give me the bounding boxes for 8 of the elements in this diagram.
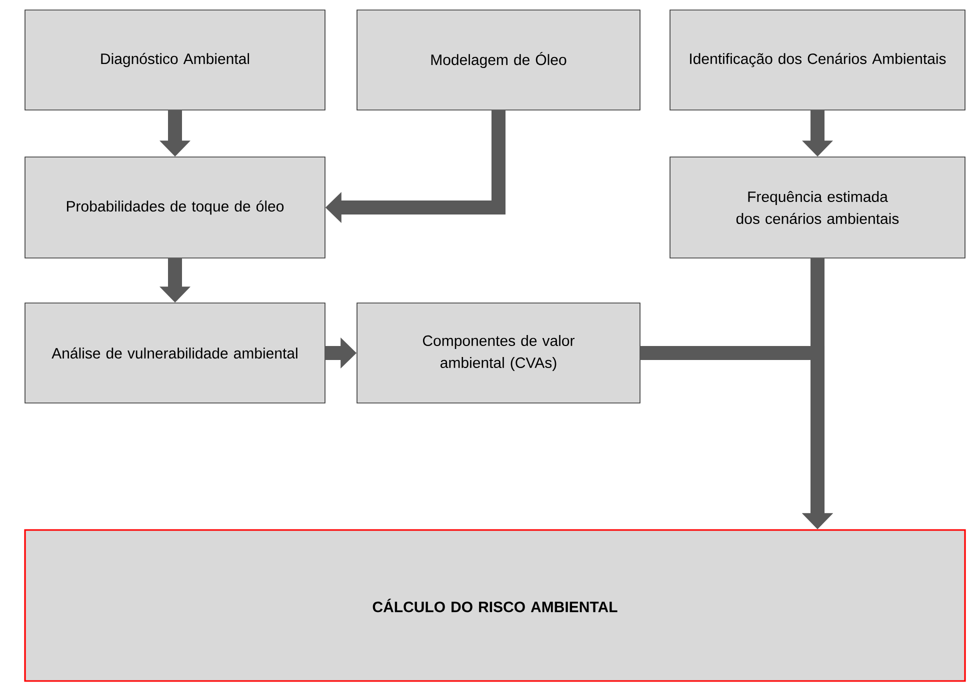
- process-box: Frequência estimada dos cenários ambientais: [670, 156, 966, 258]
- process-box: Modelagem de Óleo: [356, 10, 640, 110]
- process-box: Identificação dos Cenários Ambientais: [670, 10, 966, 110]
- process-box: Probabilidades de toque de óleo: [24, 156, 326, 258]
- result-box: CÁLCULO DO RISCO AMBIENTAL: [24, 529, 966, 682]
- process-box: Diagnóstico Ambiental: [24, 10, 326, 110]
- process-box: Componentes de valor ambiental (CVAs): [356, 302, 640, 404]
- process-box: Análise de vulnerabilidade ambiental: [24, 302, 326, 404]
